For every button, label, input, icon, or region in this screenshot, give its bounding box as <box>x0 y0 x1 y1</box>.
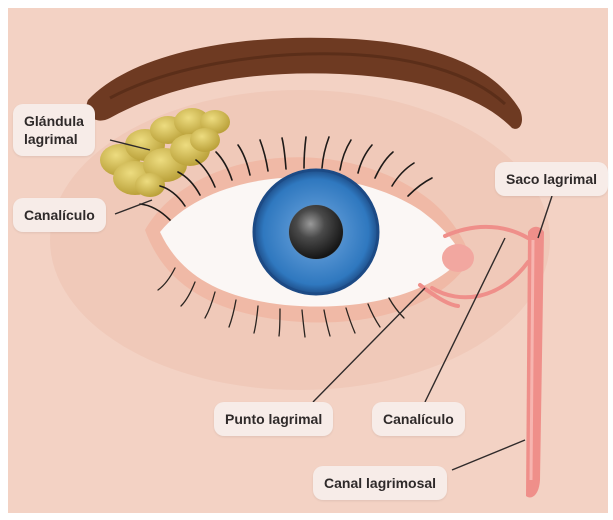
label-lacrimal-sac: Saco lagrimal <box>495 162 608 196</box>
caruncle <box>442 244 474 272</box>
pupil <box>289 205 343 259</box>
label-canaliculus-left: Canalículo <box>13 198 106 232</box>
label-lacrimal-gland: Glándula lagrimal <box>13 104 95 156</box>
label-nasolacrimal-duct: Canal lagrimosal <box>313 466 447 500</box>
label-lacrimal-punctum: Punto lagrimal <box>214 402 333 436</box>
lacrimal-sac-highlight <box>531 240 533 480</box>
label-canaliculus-right: Canalículo <box>372 402 465 436</box>
